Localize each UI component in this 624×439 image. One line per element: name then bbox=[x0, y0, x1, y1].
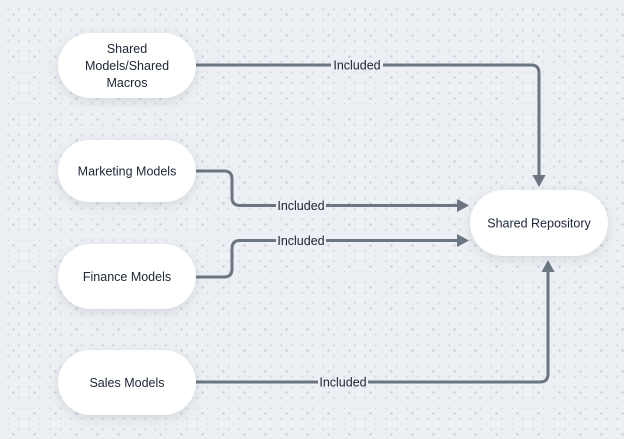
edge-finance-to-repository: Included bbox=[196, 234, 469, 279]
edge-label: Included bbox=[319, 376, 366, 390]
arrowhead bbox=[457, 199, 469, 212]
edge-segment bbox=[383, 63, 541, 175]
node-label: Marketing Models bbox=[78, 165, 177, 179]
arrowhead bbox=[541, 260, 555, 272]
arrowhead bbox=[532, 175, 546, 187]
edge-shared-models-to-repository: Included bbox=[196, 59, 546, 187]
node-shape[interactable] bbox=[58, 33, 196, 98]
node-shape[interactable] bbox=[58, 350, 196, 415]
node-label: Sales Models bbox=[89, 376, 164, 390]
edge-label: Included bbox=[333, 59, 380, 73]
node-label: Shared Repository bbox=[487, 217, 591, 231]
edge-label: Included bbox=[277, 199, 324, 213]
edge-segment bbox=[196, 239, 276, 279]
node-marketing-models[interactable]: Marketing Models bbox=[58, 140, 196, 202]
node-label: Finance Models bbox=[83, 270, 171, 284]
node-sales-models[interactable]: Sales Models bbox=[58, 350, 196, 415]
edge-sales-to-repository: Included bbox=[196, 260, 555, 390]
edge-marketing-to-repository: Included bbox=[196, 169, 469, 213]
node-shared-repository[interactable]: Shared Repository bbox=[470, 190, 608, 256]
arrowhead bbox=[457, 234, 469, 247]
edge-segment bbox=[196, 169, 276, 207]
node-shape[interactable] bbox=[470, 190, 608, 256]
node-shape[interactable] bbox=[58, 140, 196, 202]
node-shape[interactable] bbox=[58, 244, 196, 309]
edge-label: Included bbox=[277, 234, 324, 248]
node-finance-models[interactable]: Finance Models bbox=[58, 244, 196, 309]
edge-segment bbox=[368, 272, 550, 384]
